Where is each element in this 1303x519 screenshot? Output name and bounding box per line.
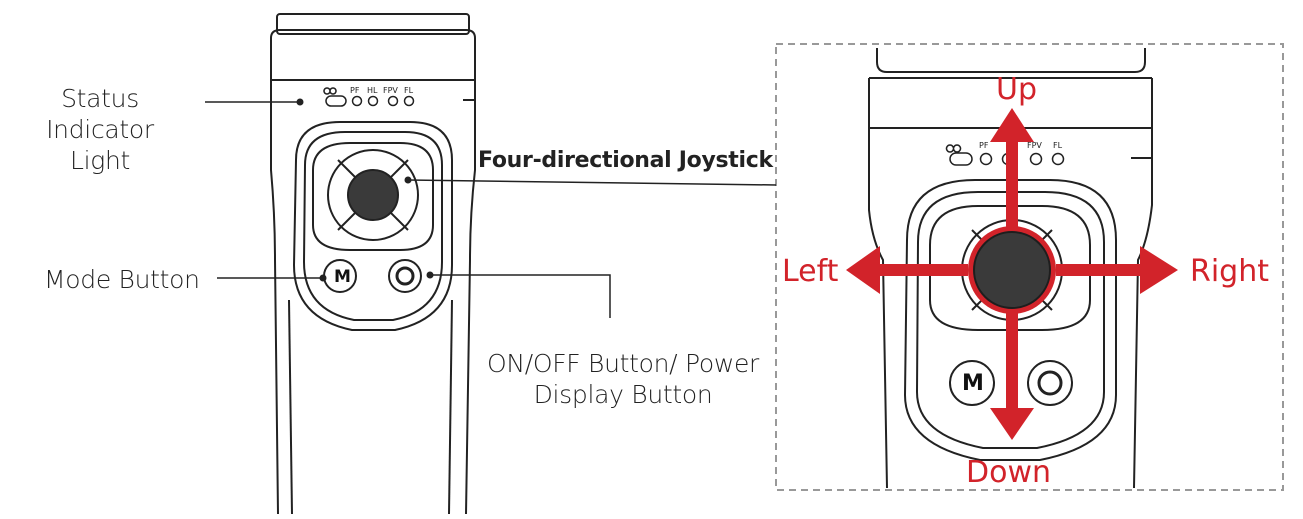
right-indicator-label-fpv: FPV: [1027, 141, 1042, 150]
down-arrow-head: [990, 408, 1034, 440]
up-arrow-shaft: [1006, 140, 1018, 228]
right-details: PF FPV FL M: [846, 108, 1178, 440]
joystick-callout: Four-directional Joystick: [478, 148, 773, 173]
indicator-label-hl: HL: [367, 86, 378, 95]
right-indicator-label-pf: PF: [979, 141, 989, 150]
power-callout-line1: ON/OFF Button/ Power: [486, 349, 760, 378]
status-callout-line2: Light: [69, 146, 131, 175]
right-mode-glyph: M: [962, 371, 984, 396]
right-arrow-head: [1140, 246, 1178, 294]
indicator-label-pf: PF: [350, 86, 360, 95]
right-arrow-shaft: [1056, 264, 1142, 276]
power-callout-line2: Display Button: [533, 380, 713, 409]
leader-lines: [205, 101, 777, 318]
left-arrow-head: [846, 246, 880, 294]
direction-label-up: Up: [996, 72, 1038, 107]
status-callout-line1: Status Indicator: [46, 84, 154, 144]
zoom-frame: [775, 43, 1284, 491]
right-indicator-label-fl: FL: [1053, 141, 1063, 150]
left-arrow-shaft: [876, 264, 968, 276]
indicator-label-fl: FL: [404, 86, 414, 95]
indicator-label-fpv: FPV: [383, 86, 398, 95]
left-mode-glyph: M: [334, 267, 351, 287]
mode-button-callout: Mode Button: [44, 265, 200, 294]
up-arrow-head: [990, 108, 1034, 142]
status-indicator-callout: Status Indicator Light: [4, 83, 196, 176]
direction-arrows: [846, 108, 1178, 440]
direction-label-down: Down: [966, 455, 1052, 490]
left-gimbal-body: [270, 13, 476, 515]
direction-label-right: Right: [1190, 254, 1269, 289]
power-button-callout: ON/OFF Button/ Power Display Button: [478, 348, 768, 410]
down-arrow-shaft: [1006, 312, 1018, 412]
left-details: PF HL FPV FL M: [296, 86, 434, 287]
direction-label-left: Left: [782, 254, 839, 289]
